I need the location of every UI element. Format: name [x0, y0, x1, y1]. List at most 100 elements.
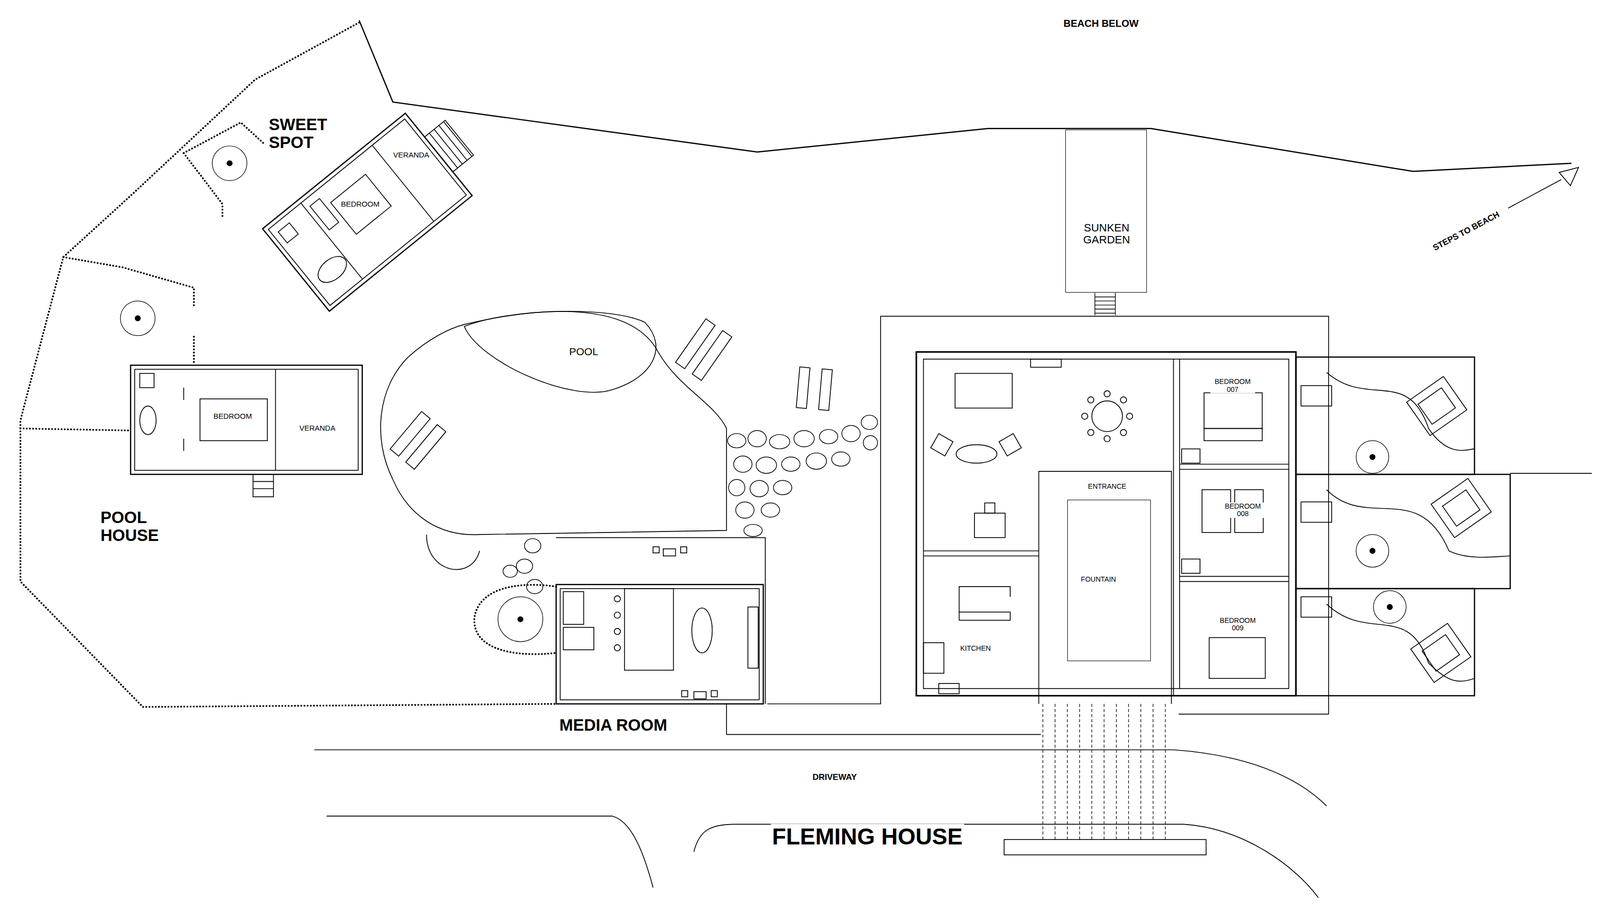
- plan-linework: [1179, 469, 1289, 471]
- road-name: DRIVEWAY: [810, 772, 859, 783]
- plan-linework: [516, 559, 533, 574]
- building-heading: POOL HOUSE: [98, 508, 181, 545]
- plan-linework: [464, 311, 656, 393]
- plan-linework: [1508, 179, 1562, 209]
- plan-group: [1431, 478, 1492, 538]
- plan-linework: [1116, 704, 1117, 840]
- plan-linework: [1326, 372, 1475, 451]
- plan-linework: [300, 203, 363, 280]
- plan-linework: [761, 502, 780, 518]
- plan-linework: [1559, 167, 1579, 186]
- plan-linework: [120, 301, 156, 336]
- plan-linework: [1203, 393, 1263, 429]
- plan-linework: [1179, 581, 1289, 583]
- plan-linework: [747, 430, 767, 448]
- plan-linework: [139, 405, 157, 435]
- plan-linework: [1300, 501, 1332, 523]
- plan-linework: [474, 584, 557, 654]
- room-label: ENTRANCE: [1086, 482, 1128, 491]
- plan-linework: [563, 591, 584, 625]
- plan-linework: [614, 612, 621, 619]
- room-label: BEDROOM: [339, 199, 382, 209]
- plan-linework: [749, 480, 769, 497]
- plan-linework: [130, 365, 363, 475]
- plan-linework: [275, 369, 277, 471]
- plan-linework: [183, 438, 185, 452]
- plan-linework: [818, 369, 833, 411]
- plan-linework: [424, 120, 474, 172]
- plan-linework: [429, 133, 458, 168]
- plan-linework: [923, 550, 1039, 552]
- plan-linework: [20, 22, 557, 708]
- plan-group: [1410, 623, 1471, 683]
- pool-area: POOL: [464, 326, 648, 383]
- plan-linework: [675, 319, 716, 369]
- plan-linework: [711, 690, 718, 697]
- plan-linework: [192, 336, 195, 363]
- plan-linework: [652, 547, 659, 554]
- plan-linework: [938, 683, 960, 695]
- plan-linework: [1179, 576, 1289, 578]
- plan-linework: [252, 488, 274, 490]
- building-outline: SWEET SPOT VERANDA BEDROOM: [264, 106, 487, 316]
- fountain-box: FOUNTAIN: [1067, 499, 1151, 661]
- room-area: KITCHEN: [928, 634, 1031, 664]
- plan-linework: [212, 146, 247, 181]
- plan-linework: [135, 316, 141, 321]
- plan-linework: [1203, 428, 1263, 442]
- plan-linework: [426, 534, 480, 570]
- plan-linework: [747, 607, 759, 669]
- plan-linework: [743, 524, 763, 538]
- plan-linework: [1094, 304, 1116, 306]
- plan-linework: [200, 399, 268, 441]
- building-outline: POOL HOUSEBEDROOMVERANDA: [95, 362, 370, 549]
- site-title: FLEMING HOUSE: [770, 824, 964, 850]
- plan-linework: [20, 428, 131, 431]
- plan-linework: [1418, 388, 1456, 425]
- plan-linework: [227, 160, 233, 166]
- plan-linework: [1094, 313, 1116, 314]
- plan-linework: [1091, 400, 1123, 432]
- plan-linework: [614, 628, 621, 635]
- plan-linework: [624, 588, 674, 671]
- plan-linework: [974, 513, 1006, 538]
- plan-linework: [796, 367, 810, 409]
- plan-group: [675, 319, 732, 381]
- plan-linework: [614, 595, 621, 602]
- plan-linework: [863, 435, 878, 451]
- area-note: BEACH BELOW: [1061, 17, 1140, 29]
- plan-linework: [693, 824, 1319, 898]
- room-label: POOL: [567, 346, 600, 358]
- plan-linework: [1081, 413, 1088, 420]
- plan-linework: [134, 369, 359, 471]
- plan-group: [1042, 704, 1166, 840]
- plan-linework: [502, 565, 518, 578]
- plan-linework: [1066, 704, 1068, 840]
- plan-linework: [1295, 588, 1475, 697]
- plan-linework: [1104, 435, 1111, 442]
- plan-linework: [773, 480, 793, 495]
- plan-linework: [923, 555, 1039, 557]
- plan-linework: [728, 479, 745, 496]
- plan-group: [20, 22, 557, 708]
- plan-linework: [380, 311, 727, 535]
- plan-linework: [183, 387, 185, 400]
- building-heading: SWEET SPOT: [267, 115, 349, 153]
- plan-linework: [861, 415, 878, 430]
- room-label: VERANDA: [391, 151, 431, 160]
- plan-linework: [139, 373, 155, 389]
- plan-linework: [1104, 391, 1111, 398]
- plan-linework: [916, 352, 1296, 697]
- plan-linework: [1208, 638, 1266, 679]
- room-area: VERANDA: [280, 413, 358, 445]
- plan-linework: [1120, 429, 1127, 436]
- plan-linework: [930, 433, 954, 457]
- plan-linework: [727, 433, 746, 449]
- plan-linework: [1431, 478, 1492, 538]
- plan-linework: [984, 502, 996, 514]
- plan-linework: [1442, 489, 1480, 527]
- plan-linework: [1120, 397, 1127, 403]
- plan-linework: [1004, 839, 1207, 856]
- plan-linework: [390, 411, 431, 457]
